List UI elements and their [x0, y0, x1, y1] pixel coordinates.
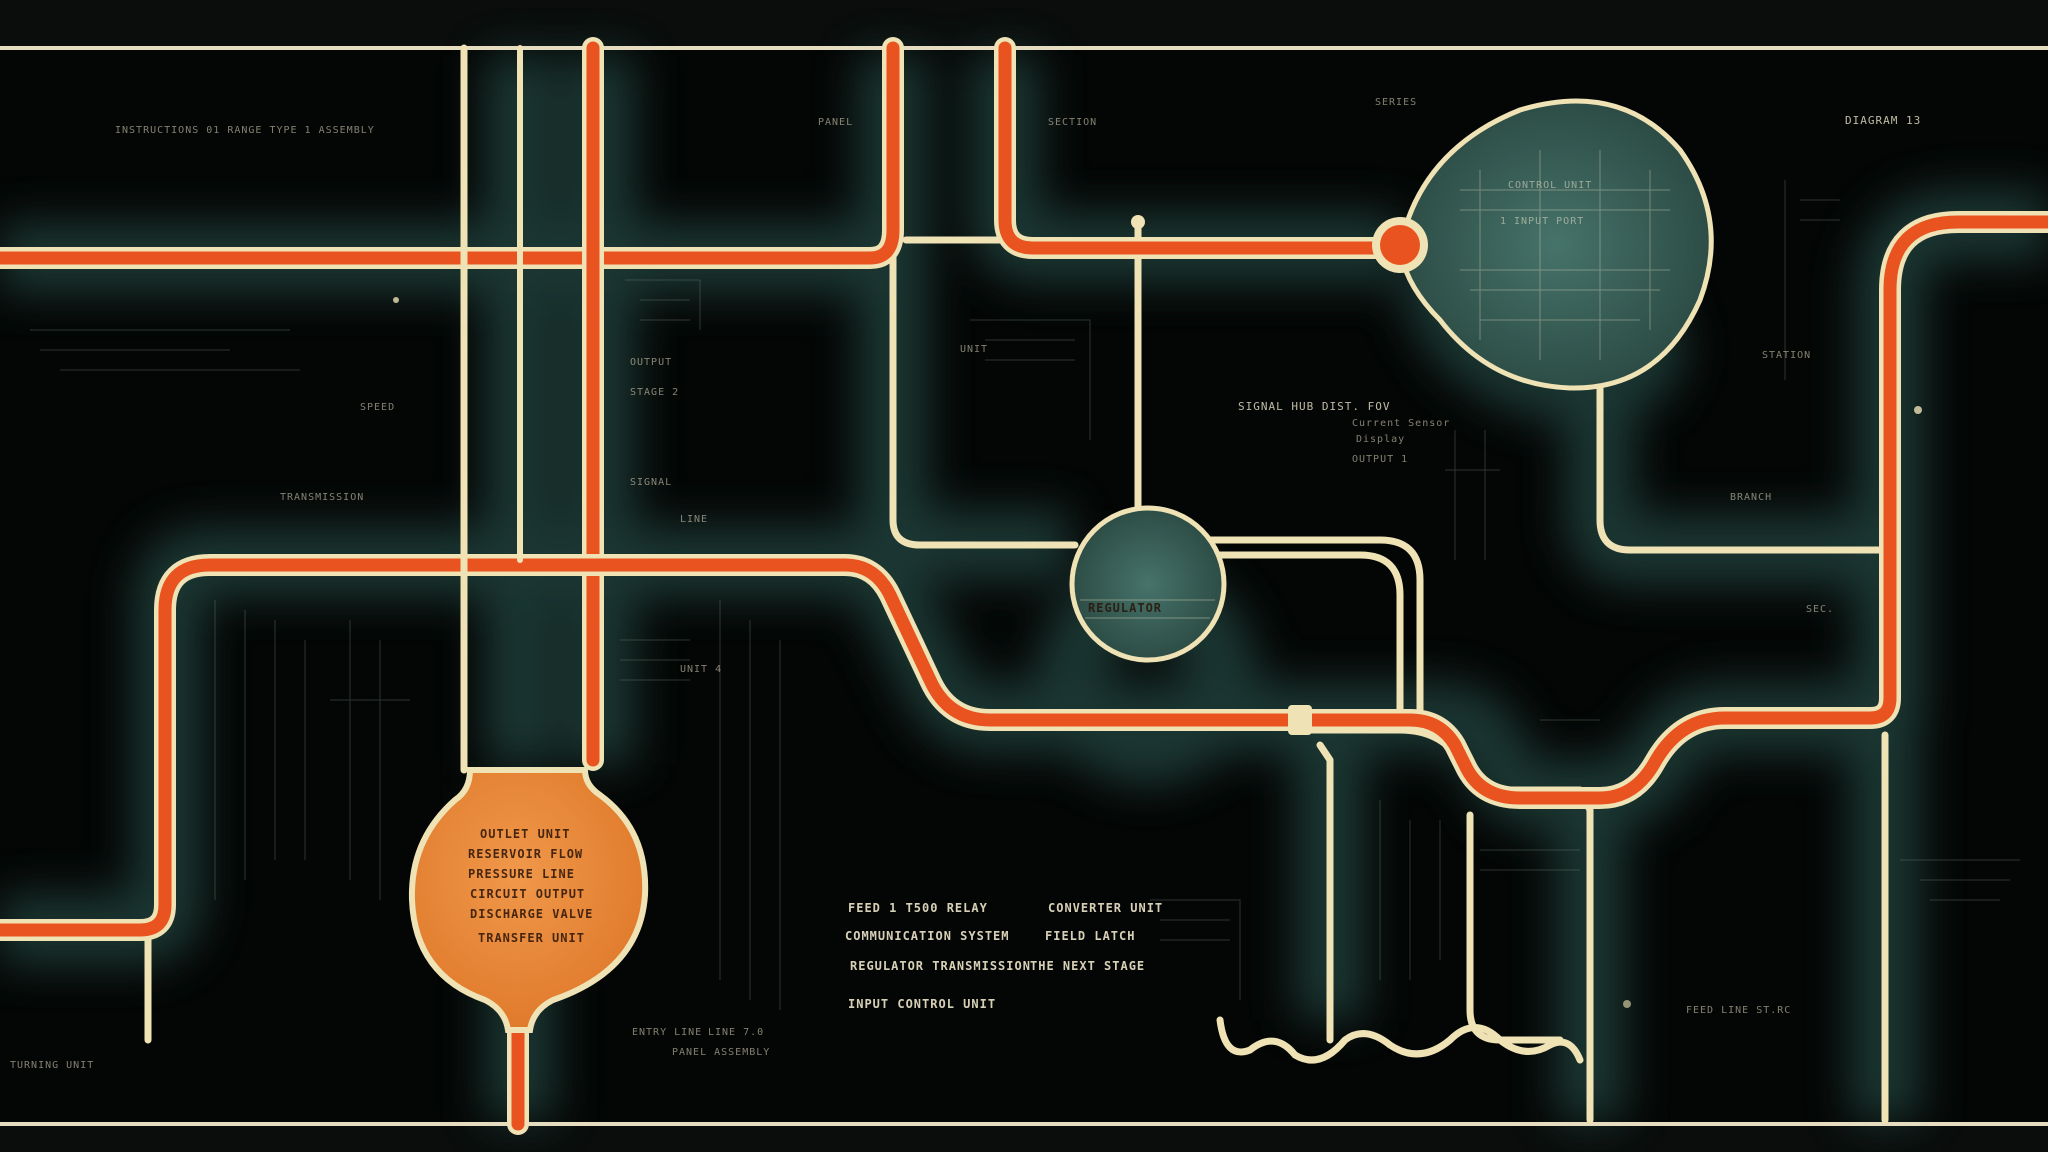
orange-line-right — [1293, 215, 2048, 805]
label-node-right-b: 1 INPUT PORT — [1500, 216, 1584, 227]
control-unit-shape — [1397, 98, 1714, 391]
cream-line-branch — [1596, 381, 1884, 554]
probe-tip — [1131, 215, 1145, 229]
orange-line-top — [0, 41, 900, 265]
label-top-right-a: SERIES — [1375, 97, 1417, 108]
label-bottom-g: INPUT CONTROL UNIT — [848, 997, 996, 1011]
label-right-far-b: BRANCH — [1730, 492, 1772, 503]
label-orange-e: DISCHARGE VALVE — [470, 907, 593, 921]
label-block-right-a: SIGNAL HUB DIST. FOV — [1238, 400, 1390, 413]
label-bottom-h: ENTRY LINE — [632, 1027, 702, 1038]
label-mid-c: SIGNAL — [630, 477, 672, 488]
label-bottom-j: PANEL ASSEMBLY — [672, 1047, 770, 1058]
label-mid-b: STAGE 2 — [630, 387, 679, 398]
label-block-right-b: Current Sensor — [1352, 418, 1450, 429]
label-top-right-b: DIAGRAM 13 — [1845, 114, 1921, 127]
orange-line-main — [0, 558, 1307, 937]
label-orange-d: CIRCUIT OUTPUT — [470, 887, 585, 901]
label-right-far-a: STATION — [1762, 350, 1811, 361]
label-mid-a: OUTPUT — [630, 357, 672, 368]
label-bottom-i: LINE 7.0 — [708, 1027, 764, 1038]
cream-line-vertical-2 — [889, 44, 1079, 549]
outlet-unit-shape — [408, 767, 649, 1033]
label-bottom-left: TURNING UNIT — [10, 1060, 94, 1071]
label-block-right-d: OUTPUT 1 — [1352, 454, 1408, 465]
label-orange-f: TRANSFER UNIT — [478, 931, 585, 945]
label-orange-b: RESERVOIR FLOW — [468, 847, 583, 861]
label-bottom-c: COMMUNICATION SYSTEM — [845, 929, 1010, 943]
label-top-mid-b: SECTION — [1048, 117, 1097, 128]
cream-line-wave — [1216, 1016, 1584, 1064]
label-bottom-right: FEED LINE ST.RC — [1686, 1005, 1791, 1016]
control-unit-node — [1372, 98, 1714, 391]
label-block-right-c: Display — [1356, 434, 1405, 445]
regulator-node — [1069, 215, 1227, 663]
junction-dot — [1380, 225, 1420, 265]
cream-line-drop — [1316, 741, 1334, 1044]
label-bottom-e: REGULATOR TRANSMISSION — [850, 959, 1031, 973]
label-bottom-f: THE NEXT STAGE — [1030, 959, 1145, 973]
labels: INSTRUCTIONS 01 RANGE TYPE 1 ASSEMBLY PA… — [10, 97, 1921, 1071]
orange-line-upper-right — [998, 41, 1407, 255]
junction-block — [1288, 705, 1312, 735]
label-bottom-d: FIELD LATCH — [1045, 929, 1135, 943]
label-left-b: SPEED — [360, 402, 395, 413]
label-bottom-b: CONVERTER UNIT — [1048, 901, 1163, 915]
outlet-unit-node — [408, 767, 649, 1033]
label-right-far-c: SEC. — [1806, 604, 1834, 615]
label-left-c: UNIT — [960, 344, 988, 355]
label-bottom-a: FEED 1 T500 RELAY — [848, 901, 988, 915]
orange-lines — [0, 37, 2048, 1135]
label-top-mid-a: PANEL — [818, 117, 853, 128]
label-orange-c: PRESSURE LINE — [468, 867, 575, 881]
background-traces — [30, 180, 2020, 1010]
cream-line-loop-1 — [1206, 536, 1424, 724]
cream-lines — [144, 44, 1889, 1124]
cream-line-loop-2 — [1206, 551, 1404, 724]
label-mid-e: UNIT 4 — [680, 664, 722, 675]
label-node-right-a: CONTROL UNIT — [1508, 180, 1592, 191]
regulator-circle — [1069, 505, 1227, 663]
label-orange-a: OUTLET UNIT — [480, 827, 570, 841]
label-left-a: TRANSMISSION — [280, 492, 364, 503]
label-mid-d: LINE — [680, 514, 708, 525]
label-node-center: REGULATOR — [1088, 601, 1162, 615]
label-top-left: INSTRUCTIONS 01 RANGE TYPE 1 ASSEMBLY — [115, 125, 375, 136]
